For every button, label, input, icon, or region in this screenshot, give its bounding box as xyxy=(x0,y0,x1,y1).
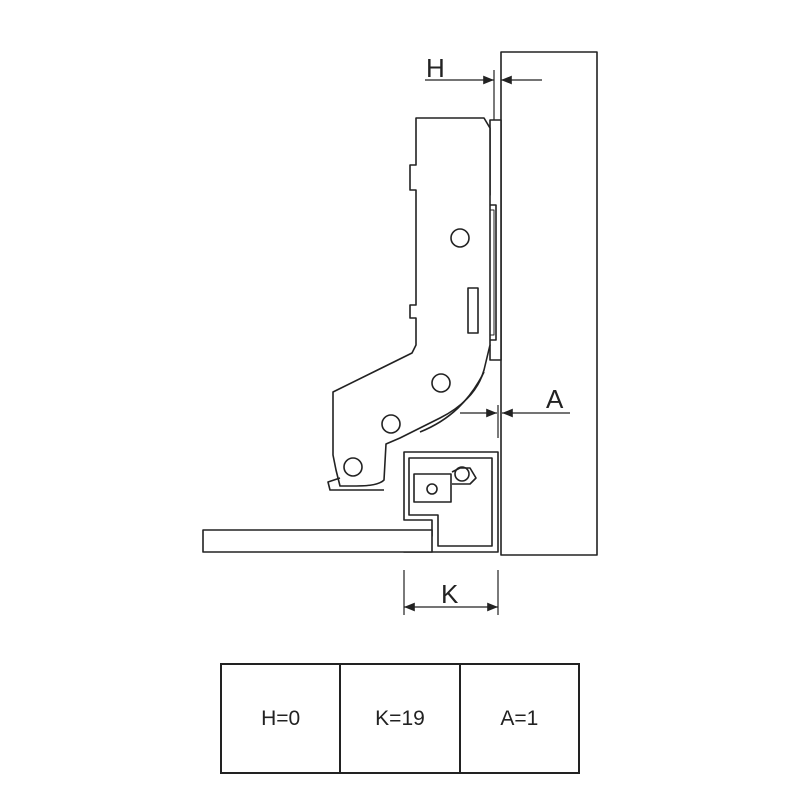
spec-k-cell: K=19 xyxy=(341,665,461,772)
dimension-h xyxy=(425,70,542,120)
spec-h-cell: H=0 xyxy=(222,665,342,772)
spec-table: H=0 K=19 A=1 xyxy=(220,663,580,774)
dimension-h-label: H xyxy=(426,53,445,83)
spec-a-cell: A=1 xyxy=(500,706,539,730)
door-panel xyxy=(202,529,433,553)
dimension-k xyxy=(403,570,499,615)
dimension-a xyxy=(460,405,570,438)
pivot-screw-bottom xyxy=(343,457,363,477)
pivot-screw-top xyxy=(450,228,470,248)
hinge-arm xyxy=(332,117,491,487)
cabinet-side-panel xyxy=(500,51,598,556)
pivot-screw-middle xyxy=(431,373,451,393)
dimension-k-label: K xyxy=(441,579,459,609)
pivot-screw-lower xyxy=(381,414,401,434)
dimension-a-label: A xyxy=(546,384,564,414)
